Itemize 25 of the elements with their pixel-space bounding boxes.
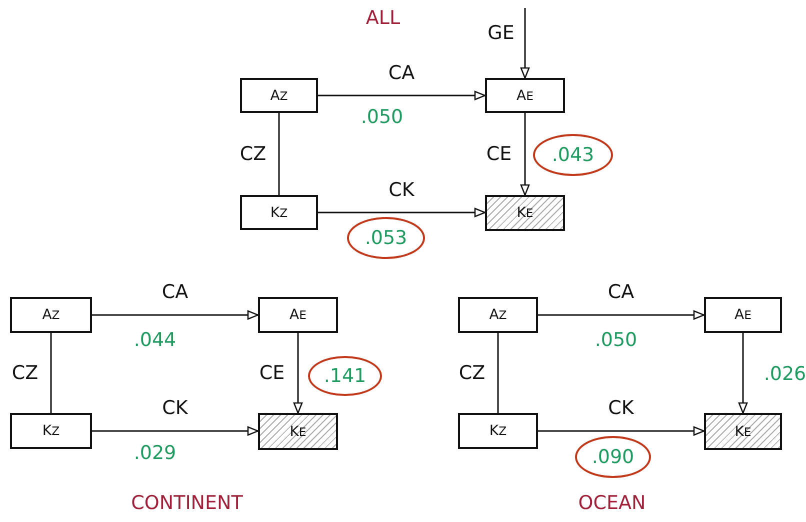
coefficient-value: .026 xyxy=(764,363,806,385)
connector-line xyxy=(50,333,52,413)
arrow xyxy=(92,426,259,436)
circled-value: .090 xyxy=(575,436,651,478)
arrow xyxy=(293,333,303,414)
panel-label: ALL xyxy=(366,7,400,29)
arrow xyxy=(520,8,530,79)
panel-label: OCEAN xyxy=(578,492,646,514)
connector-line xyxy=(497,333,499,413)
coefficient-value: .044 xyxy=(134,329,176,351)
coefficient-value: .050 xyxy=(594,329,638,351)
arrow xyxy=(318,208,486,218)
circled-value: .053 xyxy=(347,217,425,259)
circled-value: .141 xyxy=(308,356,382,396)
arrow xyxy=(318,90,486,100)
arrow xyxy=(738,333,748,414)
coefficient-value: .029 xyxy=(134,442,176,464)
arrow xyxy=(92,310,259,320)
arrow xyxy=(538,426,705,436)
panel-label: CONTINENT xyxy=(131,492,243,514)
circled-value: .043 xyxy=(533,134,613,176)
connector-line xyxy=(278,113,280,195)
coefficient-value: .050 xyxy=(360,106,404,128)
arrow xyxy=(520,113,530,196)
arrow xyxy=(538,310,705,320)
